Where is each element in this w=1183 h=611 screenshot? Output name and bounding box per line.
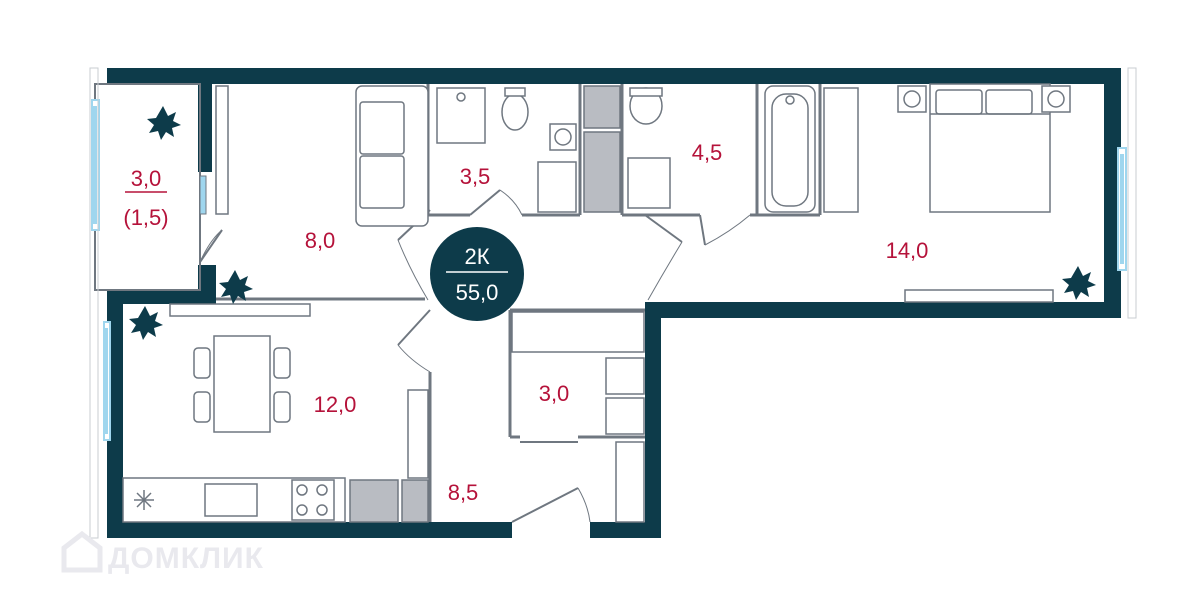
room-reduced-area-balcony: (1,5) [123, 205, 168, 230]
snowflake-icon [134, 490, 154, 510]
room-area-kitchen: 12,0 [314, 392, 357, 417]
watermark: ДОМКЛИК [61, 530, 264, 575]
doors [199, 189, 751, 523]
room-area-bedroom: 14,0 [886, 238, 929, 263]
room-area-bathroom: 3,5 [460, 164, 491, 189]
plant-icon [129, 106, 1096, 340]
watermark-text: ДОМКЛИК [108, 542, 264, 575]
apartment-type: 2К [464, 244, 489, 269]
room-area-living: 8,0 [305, 228, 336, 253]
apartment-total-area: 55,0 [456, 280, 499, 305]
apartment-badge: 2К 55,0 [430, 227, 524, 321]
room-area-hall: 8,5 [448, 480, 479, 505]
room-area-balcony: 3,0 [131, 166, 162, 191]
room-area-toilet: 4,5 [692, 140, 723, 165]
house-logo-icon [61, 530, 103, 573]
room-area-storage: 3,0 [539, 381, 570, 406]
room-labels: 3,0 (1,5) 8,0 3,5 4,5 14,0 12,0 3,0 8,5 [123, 140, 928, 505]
furniture [122, 83, 1071, 523]
windows [89, 67, 1137, 539]
walls [107, 68, 1121, 538]
